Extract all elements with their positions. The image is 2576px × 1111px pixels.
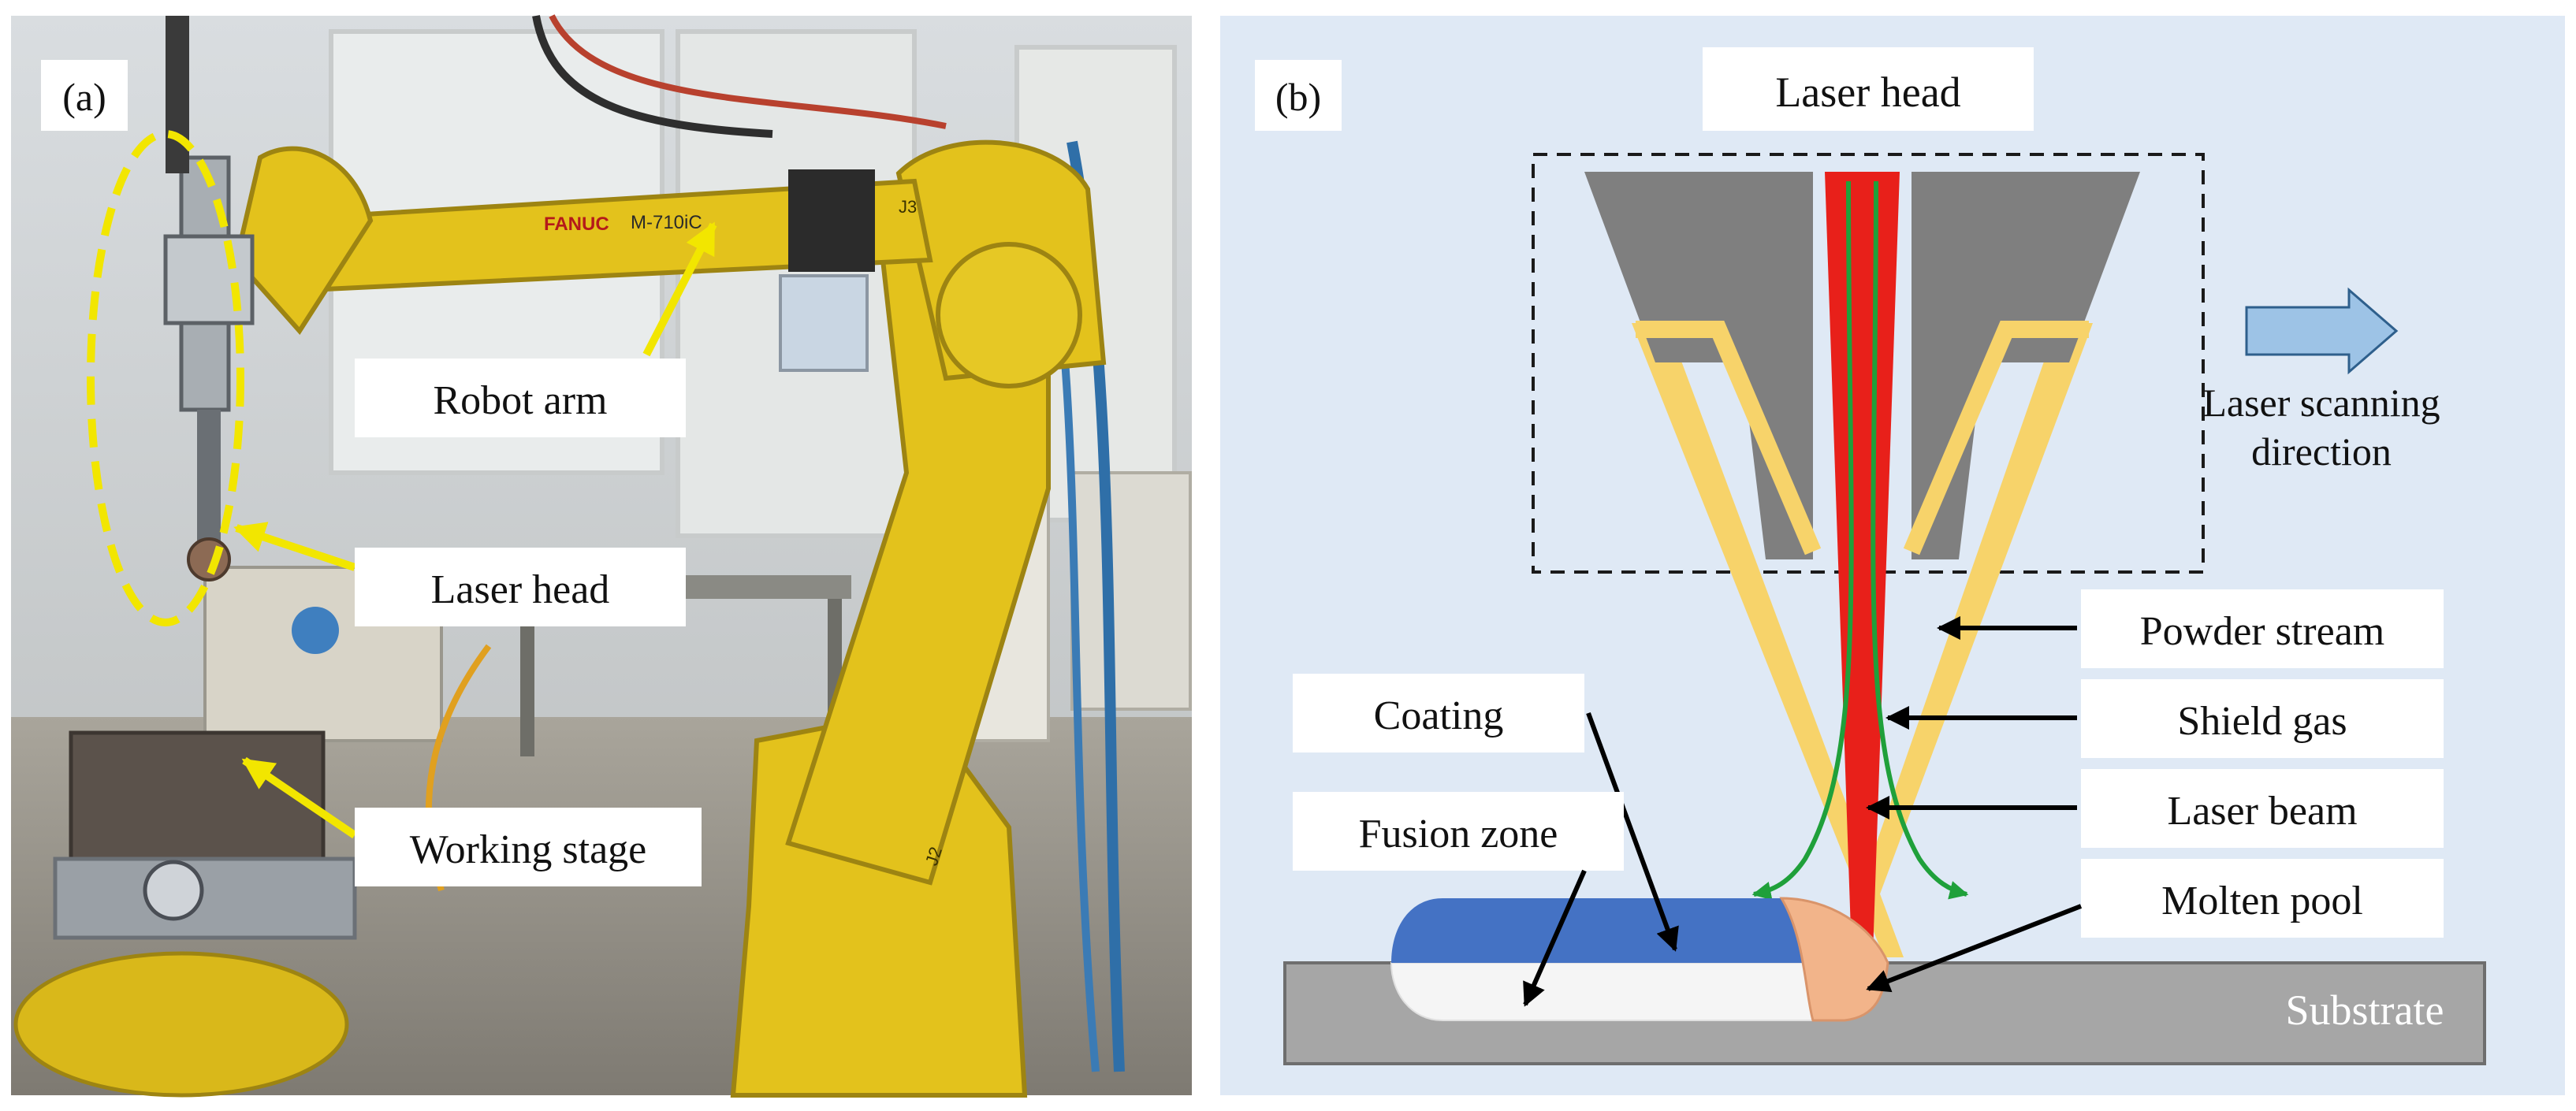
robot-joint bbox=[936, 242, 1082, 388]
robot-arm-arrow bbox=[642, 221, 717, 357]
molten-pool bbox=[1779, 897, 1889, 1022]
laser-head-title-bg bbox=[1703, 47, 2034, 131]
working-stage-callout: Working stage bbox=[355, 808, 702, 886]
powder-stream-label: Powder stream bbox=[2140, 609, 2384, 654]
shield-gas-left bbox=[1751, 180, 1854, 901]
nozzle-left bbox=[1584, 172, 1813, 559]
robot-arm-callout: Robot arm bbox=[355, 359, 686, 437]
panel-a-tag-bg bbox=[41, 60, 128, 131]
coating-arrow bbox=[1586, 712, 1679, 952]
nozzle-right bbox=[1912, 172, 2140, 559]
scan-direction-arrow bbox=[2245, 287, 2399, 375]
working-stage-label: Working stage bbox=[410, 827, 647, 872]
stage-positioner bbox=[13, 951, 349, 1098]
robot-brand-text: FANUC bbox=[544, 214, 609, 235]
stage-plate bbox=[69, 730, 326, 861]
working-stage-arrow bbox=[241, 756, 357, 839]
instrument-cabinet bbox=[1070, 471, 1192, 711]
powder-stream-callout: Powder stream bbox=[1937, 589, 2444, 668]
fusion-zone bbox=[1390, 962, 1837, 1021]
fusion-zone-arrow bbox=[1523, 869, 1587, 1007]
laser-head-highlight bbox=[87, 130, 244, 626]
laser-head-callout-a: Laser head bbox=[355, 548, 686, 626]
laser-beam-callout: Laser beam bbox=[1866, 769, 2444, 848]
stage-fan bbox=[143, 860, 204, 921]
robot-wrist bbox=[233, 146, 374, 335]
workbench-leg bbox=[520, 599, 534, 756]
stage-base bbox=[53, 856, 357, 940]
scan-direction-line1: Laser scanning bbox=[2202, 381, 2440, 425]
shield-gas-callout: Shield gas bbox=[1885, 679, 2444, 758]
laser-beam-label: Laser beam bbox=[2167, 789, 2357, 834]
coating bbox=[1391, 898, 1829, 963]
panel-b-tag-bg bbox=[1255, 60, 1342, 131]
panel-b-tag: (b) bbox=[1275, 75, 1321, 119]
joint-j3-text: J3 bbox=[899, 197, 917, 217]
cabinet-logo bbox=[292, 607, 339, 654]
nozzle-tip bbox=[187, 537, 231, 582]
molten-pool-label: Molten pool bbox=[2161, 879, 2363, 923]
panel-a-photo: J2 J3 FANUC M-710iC Robot arm Laser hea bbox=[11, 14, 1192, 1098]
laser-head-nozzle bbox=[197, 410, 221, 552]
powder-channel-left bbox=[1636, 321, 1822, 556]
coating-label: Coating bbox=[1374, 693, 1504, 738]
robot-joint-j3 bbox=[788, 169, 875, 272]
panel-a-tag: (a) bbox=[62, 75, 106, 119]
shield-gas-label: Shield gas bbox=[2177, 699, 2347, 744]
laser-head-title: Laser head bbox=[1775, 69, 1960, 116]
scan-direction-line2: direction bbox=[2251, 429, 2392, 474]
laser-head-arrow bbox=[233, 522, 356, 571]
coating-callout: Coating bbox=[1293, 674, 1679, 952]
panel-b-schematic: (b) Laser head Substrate Laser scanning bbox=[1220, 16, 2565, 1095]
laser-beam bbox=[1825, 172, 1900, 977]
powder-stream-left bbox=[1632, 323, 1904, 957]
powder-channel-right bbox=[1903, 321, 2089, 556]
shield-gas-right bbox=[1871, 180, 1969, 900]
fusion-zone-label: Fusion zone bbox=[1359, 812, 1558, 856]
substrate-label: Substrate bbox=[2286, 987, 2444, 1034]
molten-pool-arrow bbox=[1866, 904, 2083, 993]
wall-poster bbox=[779, 274, 869, 372]
fusion-zone-callout: Fusion zone bbox=[1293, 792, 1624, 1007]
laser-head-label-a: Laser head bbox=[431, 567, 610, 612]
fiber-cable bbox=[166, 16, 189, 173]
powder-stream-right bbox=[1837, 323, 2093, 957]
robot-model-text: M-710iC bbox=[631, 212, 702, 233]
molten-pool-callout: Molten pool bbox=[1866, 859, 2444, 993]
robot-arm-label: Robot arm bbox=[434, 378, 608, 423]
